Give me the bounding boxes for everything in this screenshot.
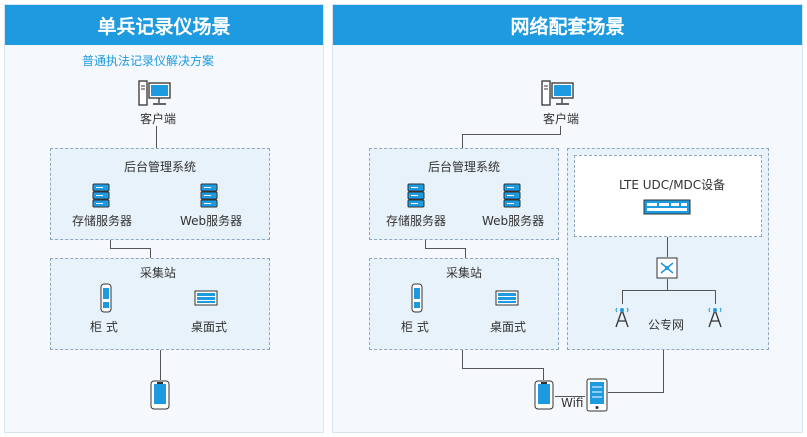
left-backend-title: 后台管理系统 (124, 160, 197, 174)
left-panel-title: 单兵记录仪场景 (5, 5, 323, 45)
left-web-label: Web服务器 (180, 214, 243, 228)
left-subtitle: 普通执法记录仪解决方案 (82, 54, 215, 68)
left-tower-icon (615, 307, 629, 328)
station-to-phone-h (462, 368, 543, 369)
right-connector-client-h (462, 134, 561, 135)
tablet-icon (586, 378, 608, 412)
station-to-phone-v2 (543, 368, 544, 380)
left-connector-backend-h (110, 248, 150, 249)
lte-connector-left-tower (622, 290, 623, 304)
lte-device-box (574, 155, 762, 237)
desktop-computer-icon (138, 80, 171, 106)
public-network-label: 公专网 (648, 318, 685, 332)
lte-device-title: LTE UDC/MDC设备 (619, 178, 726, 192)
wifi-link (555, 396, 585, 397)
lte-to-tablet-v (663, 350, 664, 392)
right-backend-title: 后台管理系统 (428, 160, 501, 174)
web-server-icon (200, 183, 218, 208)
left-connector-backend (110, 240, 111, 248)
right-desktop-computer-icon (541, 80, 574, 106)
left-station-title: 采集站 (140, 266, 177, 280)
lte-connector-h (622, 290, 716, 291)
cabinet-device-icon (100, 283, 112, 313)
right-connector-client-v (560, 126, 561, 134)
left-desktop-label: 桌面式 (191, 320, 228, 334)
left-connector-phone (160, 350, 161, 380)
left-phone-icon (150, 380, 170, 410)
right-desktop-label: 桌面式 (490, 320, 527, 334)
wifi-label: Wifi (561, 396, 584, 410)
right-storage-label: 存储服务器 (386, 214, 447, 228)
left-connector-client (156, 126, 157, 148)
left-client-label: 客户端 (140, 112, 177, 126)
right-station-title: 采集站 (446, 266, 483, 280)
right-panel-title: 网络配套场景 (333, 5, 802, 45)
network-switch-icon (656, 257, 678, 279)
right-desktop-station-icon (495, 290, 519, 306)
right-cabinet-label: 柜 式 (401, 320, 429, 334)
left-storage-label: 存储服务器 (72, 214, 133, 228)
left-cabinet-label: 柜 式 (90, 320, 118, 334)
lte-rack-device-icon (643, 199, 691, 215)
lte-connector-right-tower (715, 290, 716, 304)
left-connector-backend-v2 (150, 248, 151, 258)
storage-server-icon (92, 183, 110, 208)
left-station-box (50, 258, 270, 350)
right-phone-icon (534, 380, 554, 410)
right-client-label: 客户端 (543, 112, 580, 126)
right-web-label: Web服务器 (482, 214, 545, 228)
desktop-station-icon (194, 290, 218, 306)
right-tower-icon (708, 307, 722, 328)
lte-connector-v2 (667, 279, 668, 290)
lte-connector-v (667, 237, 668, 257)
right-connector-client-v2 (462, 134, 463, 148)
left-backend-box (50, 148, 270, 240)
right-web-server-icon (503, 183, 521, 208)
right-cabinet-device-icon (411, 283, 423, 313)
right-connector-backend (425, 240, 426, 248)
right-storage-server-icon (407, 183, 425, 208)
station-to-phone-v (462, 350, 463, 368)
lte-to-tablet-h (608, 392, 664, 393)
right-connector-backend-h (425, 248, 465, 249)
right-connector-backend-v2 (465, 248, 466, 258)
right-backend-box (369, 148, 559, 240)
right-station-box (369, 258, 559, 350)
